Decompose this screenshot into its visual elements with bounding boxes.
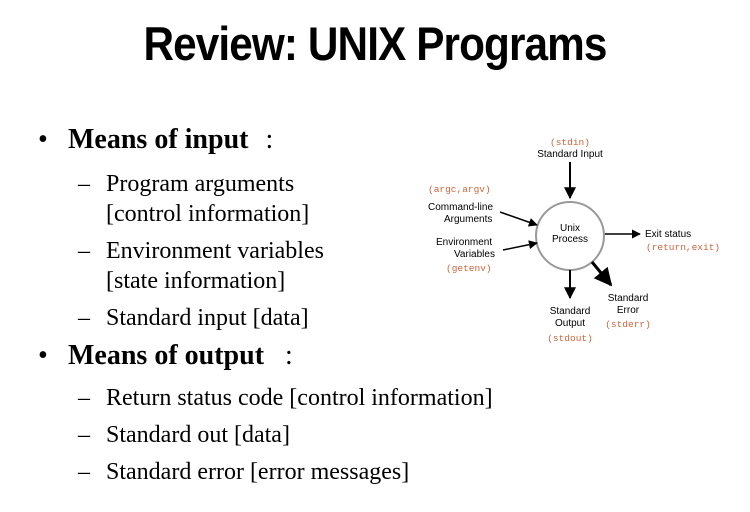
env-arrow [502, 240, 538, 251]
stderr-arrow [590, 261, 613, 287]
stdin-code: (stdin) [550, 137, 590, 148]
bullet-icon: • [38, 340, 48, 371]
dash-icon: – [78, 385, 90, 411]
dash-icon: – [78, 171, 90, 197]
stderr-code: (stderr) [605, 319, 651, 330]
output-item-standard-error: – Standard error [error messages] [78, 459, 410, 485]
process-label: Unix [560, 223, 580, 234]
stdout-code: (stdout) [547, 333, 593, 344]
args-label: Arguments [444, 214, 492, 225]
stdin-label: Standard Input [537, 149, 603, 160]
env-label: Environment [436, 237, 492, 248]
args-arrow [499, 211, 538, 227]
output-item-return-status: – Return status code [control informatio… [78, 385, 493, 411]
dash-icon: – [78, 305, 90, 331]
env-label: Variables [454, 249, 495, 260]
stdout-label: Standard [550, 306, 591, 317]
process-label: Process [552, 234, 588, 245]
dash-icon: – [78, 459, 90, 485]
stderr-label: Error [617, 305, 640, 316]
input-heading: • Means of input : [38, 124, 274, 155]
env-code: (getenv) [446, 263, 492, 274]
unix-process-diagram: Unix Process (stdin) Standard Input (arg… [428, 137, 720, 344]
output-heading: • Means of output : [38, 340, 293, 371]
output-item-standard-out: – Standard out [data] [78, 422, 290, 448]
bullet-icon: • [38, 124, 48, 155]
exit-code: (return,exit) [646, 242, 720, 253]
dash-icon: – [78, 238, 90, 264]
input-item-environment-variables: – Environment variables [state informati… [78, 238, 324, 294]
slide-title: Review: UNIX Programs [143, 17, 607, 70]
stderr-label: Standard [608, 293, 649, 304]
exit-label: Exit status [645, 229, 691, 240]
args-label: Command-line [428, 202, 493, 213]
input-item-standard-input: – Standard input [data] [78, 305, 309, 331]
args-code: (argc,argv) [428, 184, 491, 195]
input-item-program-arguments: – Program arguments [control information… [78, 171, 310, 227]
dash-icon: – [78, 422, 90, 448]
stdout-label: Output [555, 318, 585, 329]
